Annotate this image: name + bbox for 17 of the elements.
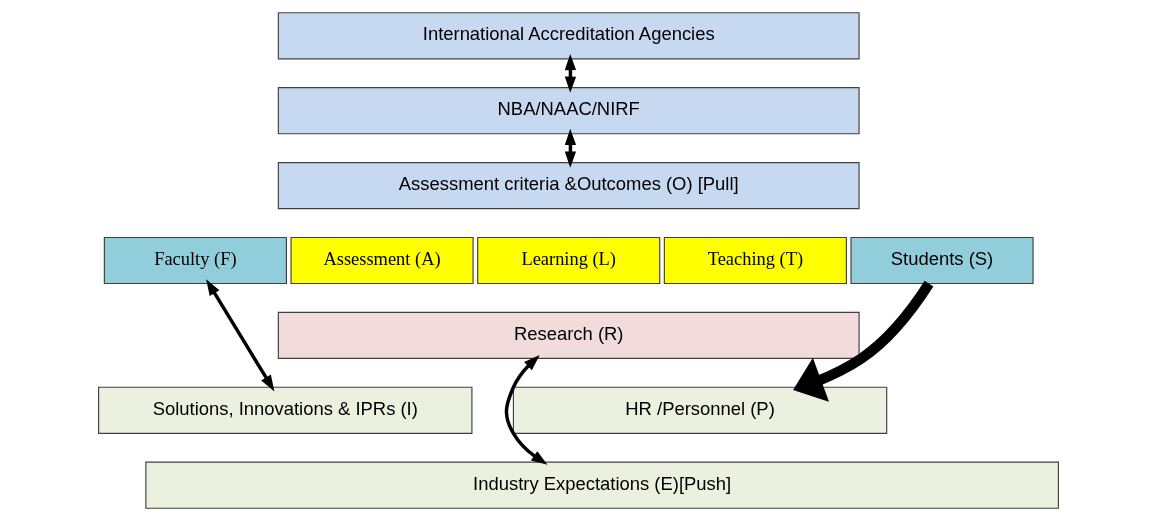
node-box: Assessment (A) [289, 236, 474, 285]
node-box: International Accreditation Agencies [277, 12, 860, 60]
node-box: Students (S) [849, 236, 1034, 285]
arrow [564, 128, 576, 168]
arrow [504, 354, 547, 465]
arrow [205, 279, 274, 392]
arrow [792, 280, 933, 402]
node-box: Solutions, Innovations & IPRs (I) [97, 386, 472, 434]
node-box: HR /Personnel (P) [512, 386, 887, 434]
node-box: NBA/NAAC/NIRF [277, 87, 860, 135]
node-box: Research (R) [277, 311, 860, 359]
node-box: Industry Expectations (E)[Push] [144, 461, 1059, 509]
node-box: Assessment criteria &Outcomes (O) [Pull] [277, 162, 860, 210]
arrow [564, 53, 576, 93]
node-box: Teaching (T) [663, 236, 847, 285]
node-box: Learning (L) [476, 236, 660, 285]
node-box: Faculty (F) [103, 236, 287, 285]
